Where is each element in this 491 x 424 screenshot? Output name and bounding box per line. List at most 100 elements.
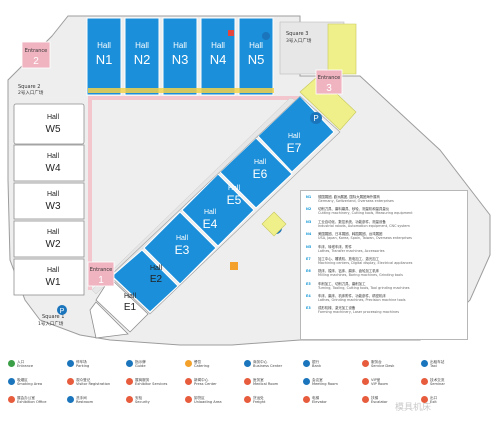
- legend-text-cn: 车床、转塔车床、附件: [318, 244, 352, 249]
- hall-W4-code: W4: [46, 163, 61, 174]
- hall-W2[interactable]: Hall W2: [13, 220, 85, 258]
- symbol-label-en: Meeting Room: [312, 382, 338, 387]
- parking-icon[interactable]: P: [57, 305, 67, 315]
- entrance-1[interactable]: Entrance 1: [87, 261, 115, 287]
- hall-W4-label: Hall: [47, 153, 60, 160]
- symbol-icon: [8, 378, 15, 385]
- legend-code: E5: [306, 281, 311, 286]
- symbol-label-cn: 货运处: [253, 396, 264, 400]
- service-marker: [230, 262, 238, 270]
- square-2[interactable]: Square 2 2号入口广场: [18, 84, 44, 96]
- symbol-icon: [8, 396, 15, 403]
- symbol-label-cn: 餐饮: [194, 360, 202, 364]
- symbol-label-cn: 入口: [17, 360, 25, 364]
- square-3[interactable]: Square 3 3号入口广场: [286, 31, 312, 44]
- hall-W5-label: Hall: [47, 114, 60, 121]
- hall-E4-label: Hall: [204, 209, 217, 216]
- symbol-label-cn: 医务室: [253, 378, 264, 382]
- symbol-icon: [303, 378, 310, 385]
- hall-W3[interactable]: Hall W3: [13, 182, 85, 220]
- symbol-label-en: Bank: [312, 364, 322, 369]
- hall-N3[interactable]: Hall N3: [162, 17, 198, 96]
- hall-E3[interactable]: Hall E3: [111, 235, 190, 313]
- hall-N4[interactable]: Hall N4: [200, 17, 236, 96]
- hall-E5-code: E5: [227, 193, 242, 207]
- hall-E5[interactable]: Hall E5: [181, 173, 255, 247]
- legend-code: E4: [306, 294, 311, 298]
- legend-code: E7: [306, 256, 311, 261]
- symbol-icon: [362, 360, 369, 367]
- hall-N5[interactable]: Hall N5: [238, 17, 274, 96]
- symbol-label-en: Escalator: [371, 400, 388, 405]
- legend-code: E6: [306, 269, 311, 274]
- symbol-label-cn: 扶梯: [371, 396, 379, 400]
- hall-W2-label: Hall: [47, 229, 60, 236]
- symbol-icon: [8, 360, 15, 367]
- symbol-label-en: Guide: [135, 364, 146, 369]
- entrance-2-label: Entrance: [25, 48, 47, 54]
- hall-W5[interactable]: Hall W5: [13, 103, 85, 145]
- symbol-icon: [421, 360, 428, 367]
- hall-W4[interactable]: Hall W4: [13, 144, 85, 182]
- flag-strip: [88, 88, 274, 93]
- east-halls-frame: [109, 95, 341, 315]
- parking-icon[interactable]: P: [310, 112, 322, 124]
- symbol-label-cn: 服务台: [371, 360, 382, 364]
- square-3-label-cn: 3号入口广场: [286, 37, 312, 44]
- hall-W5-code: W5: [46, 124, 61, 135]
- hall-N2[interactable]: Hall N2: [124, 17, 160, 96]
- symbol-label-en: Exhibition Office: [17, 400, 47, 405]
- hall-E1-label: Hall: [124, 293, 137, 300]
- legend-text-cn: 加工中心、雕铣机、放电加工、激光加工: [318, 256, 380, 261]
- symbol-label-cn: 技术交流: [430, 378, 445, 382]
- symbol-icon: [244, 396, 251, 403]
- square-1[interactable]: Square 1 1号入口广场: [38, 314, 64, 327]
- hall-N5-code: N5: [248, 52, 265, 67]
- hall-E1[interactable]: Hall E1: [89, 293, 137, 339]
- hall-E6-code: E6: [253, 167, 268, 181]
- symbol-icon: [362, 396, 369, 403]
- legend-text-cn: 车床、磨床、机床附件、功能部件、精密机床: [318, 294, 386, 298]
- hall-W3-label: Hall: [47, 191, 60, 198]
- svg-text:P: P: [60, 308, 65, 315]
- entrance-3[interactable]: Entrance 3: [315, 69, 343, 95]
- square-2-label-cn: 2号入口广场: [18, 89, 44, 96]
- hall-N2-code: N2: [134, 52, 151, 67]
- hall-N1[interactable]: Hall N1: [86, 17, 122, 96]
- symbol-icon: [244, 378, 251, 385]
- symbol-label-en: Security: [135, 400, 150, 405]
- hall-W1[interactable]: Hall W1: [13, 258, 85, 296]
- hall-W2-code: W2: [46, 239, 61, 250]
- hall-E4[interactable]: Hall E4: [143, 209, 218, 285]
- entrance-2[interactable]: Entrance 2: [21, 41, 51, 69]
- hall-E2[interactable]: Hall E2: [95, 265, 163, 333]
